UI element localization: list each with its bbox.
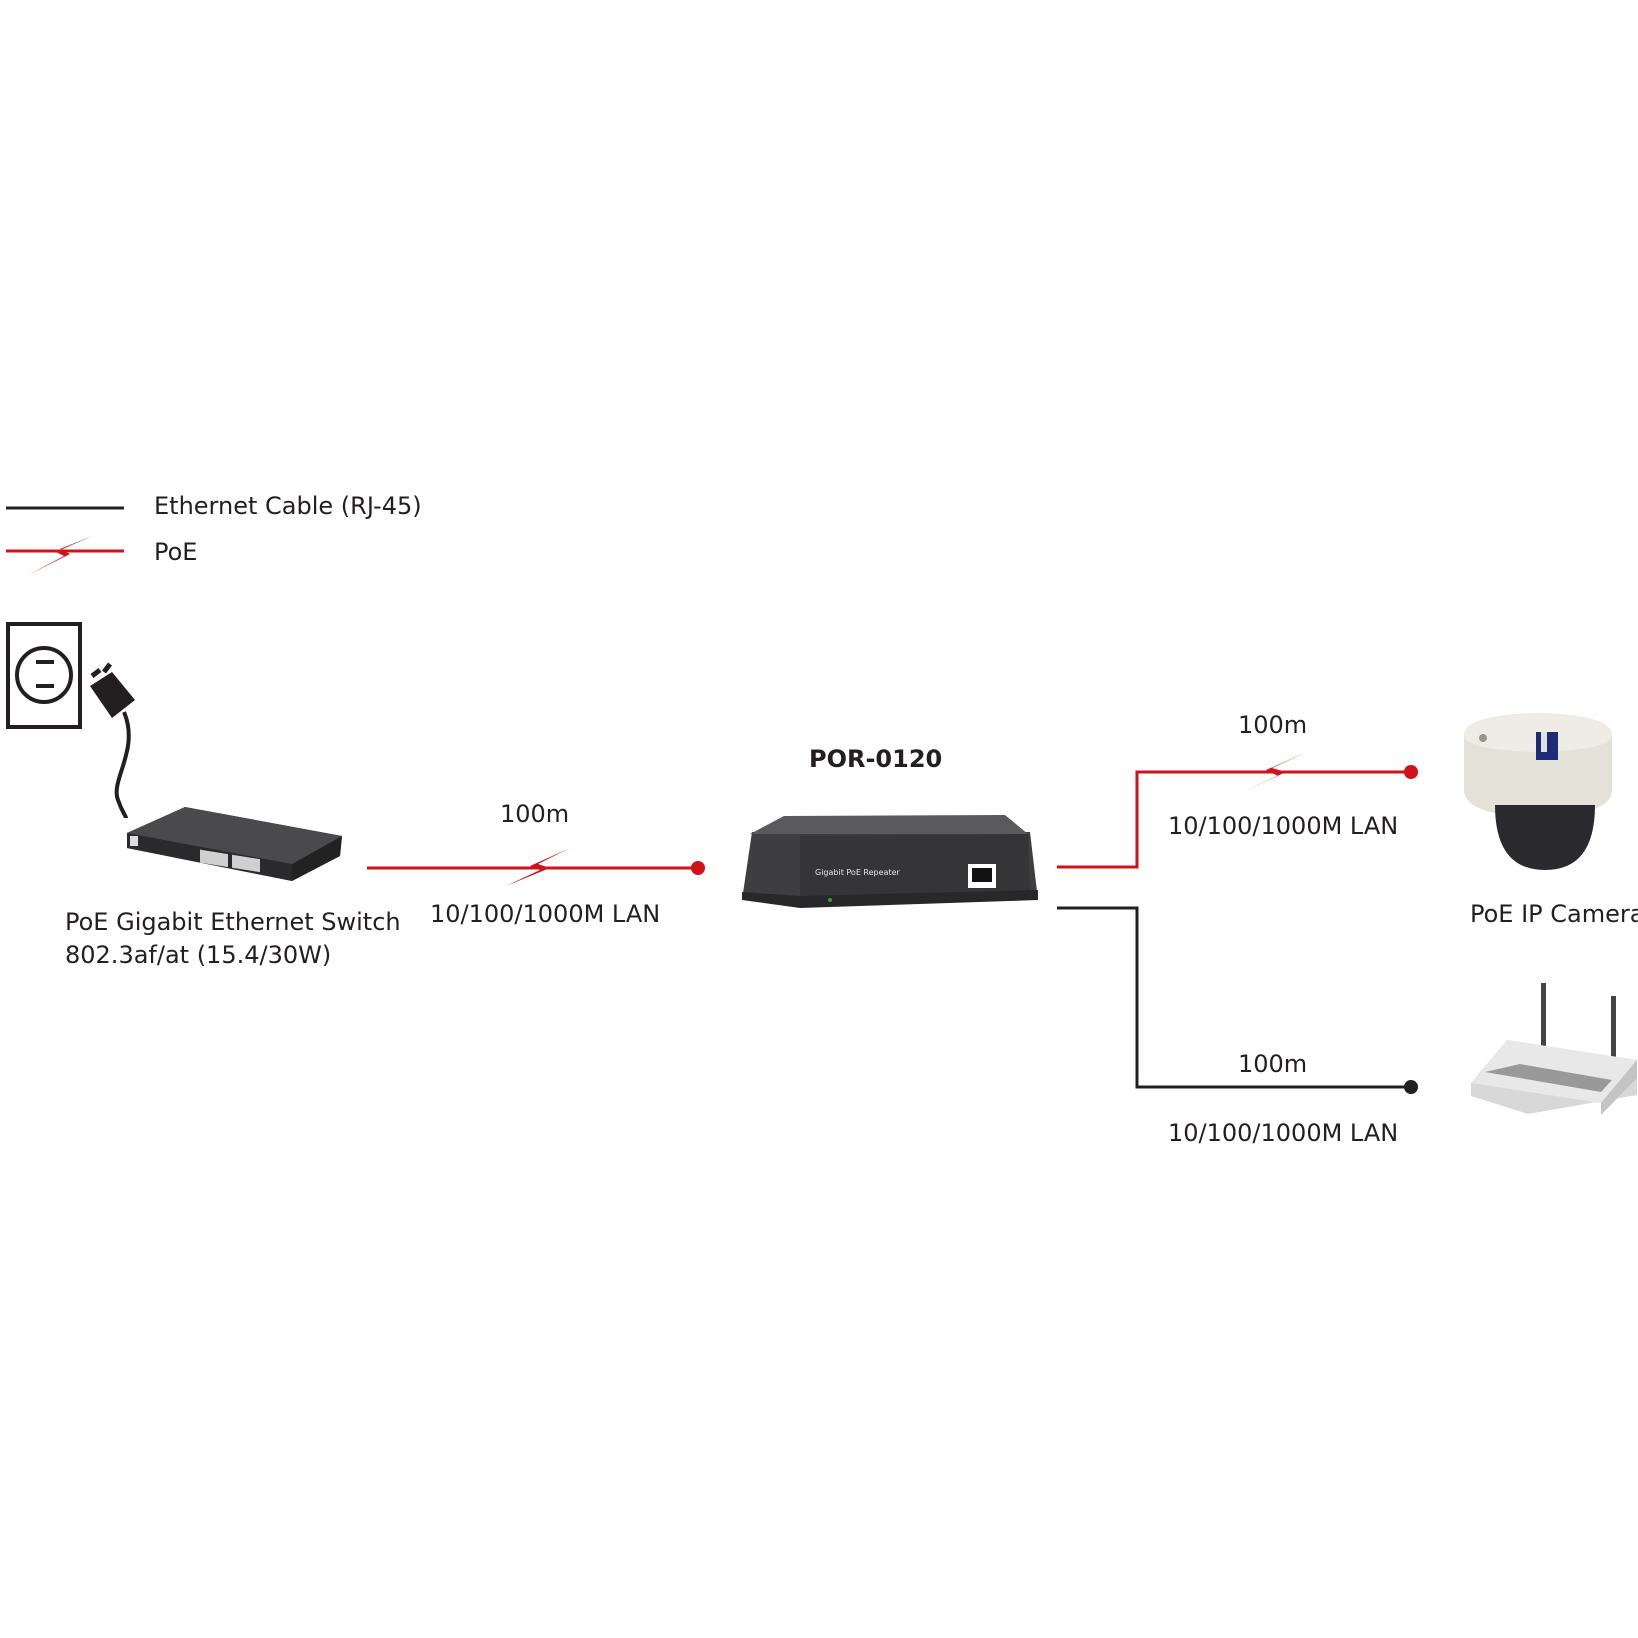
link1-distance: 100m: [500, 800, 570, 828]
link-repeater-router: [1057, 906, 1418, 1094]
link3-distance: 100m: [1238, 1050, 1308, 1078]
camera-label: PoE IP Camera: [1470, 900, 1638, 928]
power-plug-icon: [90, 662, 135, 819]
legend-poe-symbol: [6, 536, 124, 575]
link3-speed: 10/100/1000M LAN: [1168, 1119, 1399, 1147]
repeater-model-title: POR-0120: [809, 745, 943, 773]
repeater-panel-label: Gigabit PoE Repeater: [815, 868, 900, 877]
link2-speed: 10/100/1000M LAN: [1168, 812, 1399, 840]
poe-switch-icon: [127, 807, 342, 881]
switch-label-line2: 802.3af/at (15.4/30W): [65, 941, 332, 969]
poe-repeater-icon: [742, 815, 1038, 908]
legend-poe-label: PoE: [154, 538, 198, 566]
link2-distance: 100m: [1238, 711, 1308, 739]
link-repeater-camera: [1057, 752, 1418, 869]
link-switch-repeater: [367, 848, 705, 886]
link1-speed: 10/100/1000M LAN: [430, 900, 661, 928]
router-icon: [1471, 983, 1637, 1115]
switch-label-line1: PoE Gigabit Ethernet Switch: [65, 908, 401, 936]
ip-camera-icon: [1464, 713, 1612, 870]
power-outlet-icon: [6, 622, 82, 729]
legend-ethernet-label: Ethernet Cable (RJ-45): [154, 492, 422, 520]
